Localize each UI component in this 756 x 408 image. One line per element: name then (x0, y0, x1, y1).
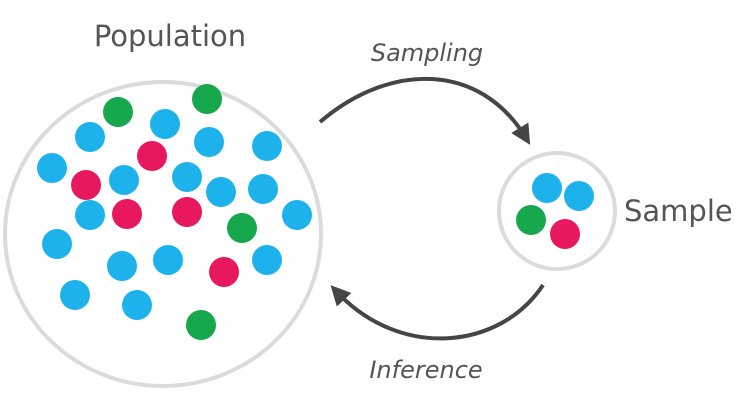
sample-label: Sample (624, 194, 733, 228)
green-dot (516, 205, 546, 235)
population-label: Population (94, 19, 246, 53)
blue-dot (172, 162, 202, 192)
blue-dot (206, 177, 236, 207)
sample-circle (497, 151, 617, 271)
sampling-arrow (318, 76, 531, 145)
blue-dot (37, 153, 67, 183)
blue-dot (153, 245, 183, 275)
blue-dot (248, 174, 278, 204)
blue-dot (532, 173, 562, 203)
green-dot (186, 310, 216, 340)
population-circle (3, 80, 323, 388)
blue-dot (150, 109, 180, 139)
pink-dot (209, 257, 239, 287)
inference-arrow (330, 283, 545, 341)
green-dot (103, 97, 133, 127)
sample-dots (516, 173, 594, 249)
blue-dot (252, 245, 282, 275)
blue-dot (107, 251, 137, 281)
blue-dot (109, 165, 139, 195)
inference-label: Inference (369, 356, 482, 384)
pink-dot (172, 197, 202, 227)
blue-dot (282, 200, 312, 230)
population-dots (37, 84, 312, 340)
blue-dot (60, 280, 90, 310)
blue-dot (75, 200, 105, 230)
pink-dot (550, 219, 580, 249)
blue-dot (252, 131, 282, 161)
blue-dot (564, 181, 594, 211)
blue-dot (75, 122, 105, 152)
green-dot (227, 213, 257, 243)
pink-dot (112, 199, 142, 229)
green-dot (192, 84, 222, 114)
sampling-label: Sampling (371, 39, 483, 67)
pink-dot (137, 141, 167, 171)
blue-dot (122, 290, 152, 320)
blue-dot (42, 229, 72, 259)
pink-dot (71, 170, 101, 200)
blue-dot (194, 127, 224, 157)
